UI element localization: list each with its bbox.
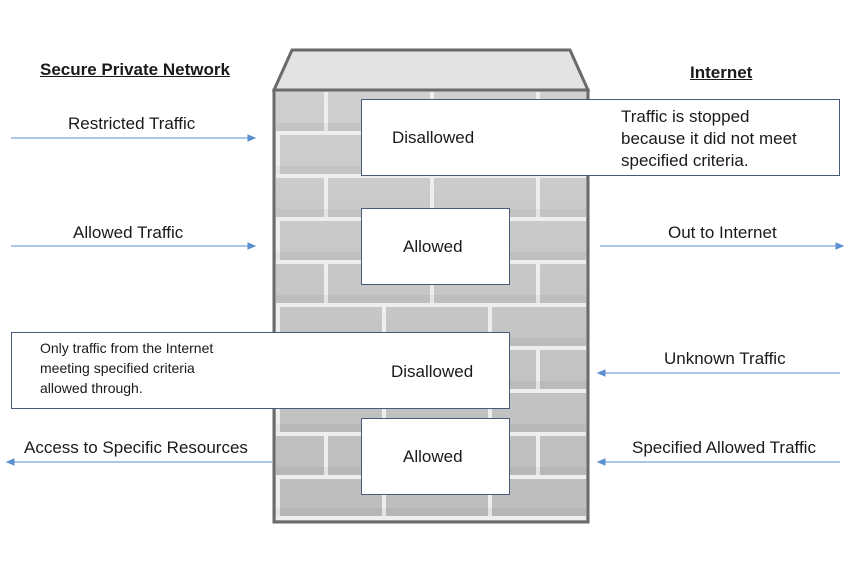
mortar-line [276, 303, 586, 307]
mortar-joint [276, 221, 280, 260]
allowed-box-1: Allowed [361, 208, 510, 285]
disallowed-label-top: Disallowed [392, 128, 475, 147]
mortar-joint [488, 307, 492, 346]
label-allowed-traffic: Allowed Traffic [73, 223, 184, 242]
mortar-joint [276, 135, 280, 174]
mortar-joint [382, 307, 386, 346]
arrow-allowed-traffic [11, 242, 257, 250]
mortar-joint [324, 264, 328, 303]
label-access-to-specific-resources: Access to Specific Resources [24, 438, 248, 457]
arrow-restricted-traffic [11, 134, 257, 142]
label-out-to-internet: Out to Internet [668, 223, 777, 242]
mortar-joint [276, 393, 280, 432]
mortar-joint [382, 479, 386, 516]
mortar-joint [536, 264, 540, 303]
allowed-label-1: Allowed [403, 237, 463, 256]
mortar-joint [488, 479, 492, 516]
mortar-joint [536, 178, 540, 217]
mortar-joint [382, 393, 386, 432]
note-line: Traffic is stopped [621, 107, 750, 126]
mortar-joint [276, 479, 280, 516]
mortar-joint [324, 178, 328, 217]
arrow-access-to-specific-resources [5, 458, 272, 466]
mortar-joint [324, 92, 328, 131]
label-restricted-traffic: Restricted Traffic [68, 114, 196, 133]
note-only-traffic: Only traffic from the Internet meeting s… [40, 338, 213, 398]
arrow-specified-allowed-traffic [596, 458, 840, 466]
note-line: because it did not meet [621, 129, 797, 148]
heading-internet: Internet [690, 63, 753, 82]
mortar-line [276, 174, 586, 178]
note-line: meeting specified criteria [40, 360, 195, 376]
mortar-joint [276, 307, 280, 346]
note-line: allowed through. [40, 380, 143, 396]
note-line: Only traffic from the Internet [40, 340, 214, 356]
note-line: specified criteria. [621, 151, 749, 170]
disallowed-box-bottom: Only traffic from the Internet meeting s… [11, 332, 510, 409]
mortar-joint [488, 393, 492, 432]
brick-shade [276, 295, 586, 303]
arrow-out-to-internet [600, 242, 845, 250]
mortar-line [276, 516, 586, 520]
heading-secure-private-network: Secure Private Network [40, 60, 230, 79]
note-traffic-stopped: Traffic is stopped because it did not me… [621, 106, 797, 172]
mortar-joint [430, 178, 434, 217]
disallowed-box-top: Disallowed Traffic is stopped because it… [361, 99, 840, 176]
brick-shade [276, 508, 586, 516]
label-specified-allowed-traffic: Specified Allowed Traffic [632, 438, 816, 457]
label-unknown-traffic: Unknown Traffic [664, 349, 786, 368]
allowed-label-2: Allowed [403, 447, 463, 466]
mortar-joint [536, 350, 540, 389]
mortar-joint [536, 436, 540, 475]
arrow-unknown-traffic [596, 369, 840, 377]
allowed-box-2: Allowed [361, 418, 510, 495]
disallowed-label-bottom: Disallowed [391, 362, 474, 381]
mortar-joint [324, 436, 328, 475]
